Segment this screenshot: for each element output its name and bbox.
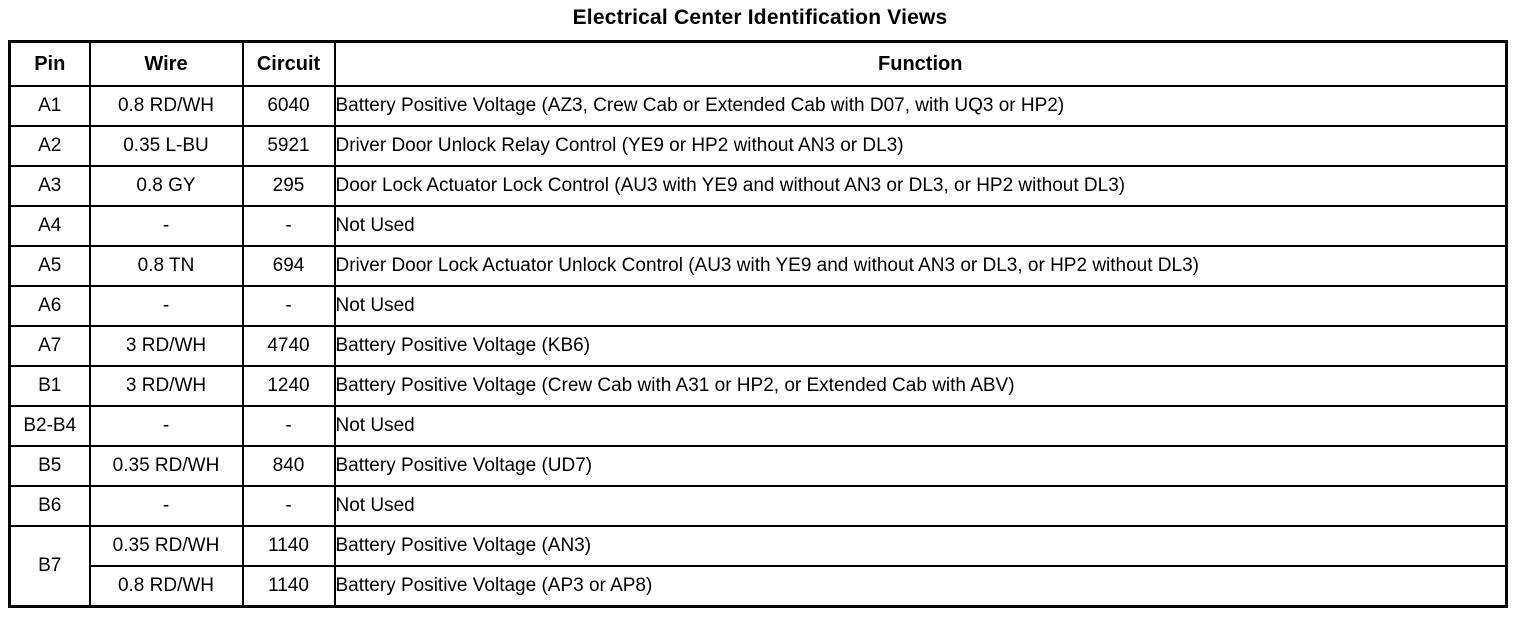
function-cell: Not Used: [333, 285, 1508, 327]
table-row: A6--Not Used: [8, 285, 1508, 327]
wire-cell: 0.8 RD/WH: [88, 85, 244, 127]
pin-cell: A3: [8, 165, 91, 207]
wire-cell: 0.8 RD/WH: [88, 565, 244, 608]
pin-cell: A6: [8, 285, 91, 327]
table-row: A4--Not Used: [8, 205, 1508, 247]
circuit-cell: 1140: [241, 565, 336, 608]
circuit-cell: -: [241, 205, 336, 247]
page-title: Electrical Center Identification Views: [572, 6, 948, 29]
function-cell: Battery Positive Voltage (Crew Cab with …: [333, 365, 1508, 407]
wire-cell: 3 RD/WH: [88, 325, 244, 367]
pin-cell: B2-B4: [8, 405, 91, 447]
circuit-cell: -: [241, 405, 336, 447]
function-cell: Not Used: [333, 485, 1508, 527]
pin-cell: A4: [8, 205, 91, 247]
wire-cell: 0.8 GY: [88, 165, 244, 207]
pin-cell: A1: [8, 85, 91, 127]
column-header-function: Function: [333, 40, 1508, 87]
circuit-cell: -: [241, 285, 336, 327]
pin-cell: B5: [8, 445, 91, 487]
circuit-cell: 1140: [241, 525, 336, 567]
wire-cell: 0.35 L-BU: [88, 125, 244, 167]
circuit-cell: 295: [241, 165, 336, 207]
function-cell: Battery Positive Voltage (UD7): [333, 445, 1508, 487]
wire-cell: 0.35 RD/WH: [88, 445, 244, 487]
pin-cell: A7: [8, 325, 91, 367]
function-cell: Not Used: [333, 205, 1508, 247]
function-cell: Battery Positive Voltage (AZ3, Crew Cab …: [333, 85, 1508, 127]
table-row: B2-B4--Not Used: [8, 405, 1508, 447]
function-cell: Battery Positive Voltage (AN3): [333, 525, 1508, 567]
circuit-cell: 694: [241, 245, 336, 287]
wire-cell: 3 RD/WH: [88, 365, 244, 407]
circuit-cell: 4740: [241, 325, 336, 367]
wire-cell: -: [88, 485, 244, 527]
circuit-cell: 840: [241, 445, 336, 487]
pin-cell: A2: [8, 125, 91, 167]
circuit-cell: 5921: [241, 125, 336, 167]
circuit-cell: 6040: [241, 85, 336, 127]
circuit-cell: 1240: [241, 365, 336, 407]
function-cell: Not Used: [333, 405, 1508, 447]
table-row: B6--Not Used: [8, 485, 1508, 527]
pin-cell: B7: [8, 525, 91, 608]
column-header-pin: Pin: [8, 40, 91, 87]
column-header-wire: Wire: [88, 40, 244, 87]
wire-cell: 0.35 RD/WH: [88, 525, 244, 567]
function-cell: Driver Door Lock Actuator Unlock Control…: [333, 245, 1508, 287]
pin-cell: B1: [8, 365, 91, 407]
wire-cell: -: [88, 205, 244, 247]
wire-cell: 0.8 TN: [88, 245, 244, 287]
circuit-cell: -: [241, 485, 336, 527]
wire-cell: -: [88, 285, 244, 327]
function-cell: Battery Positive Voltage (KB6): [333, 325, 1508, 367]
column-header-circuit: Circuit: [241, 40, 336, 87]
wire-cell: -: [88, 405, 244, 447]
pin-cell: A5: [8, 245, 91, 287]
function-cell: Driver Door Unlock Relay Control (YE9 or…: [333, 125, 1508, 167]
function-cell: Battery Positive Voltage (AP3 or AP8): [333, 565, 1508, 608]
pin-cell: B6: [8, 485, 91, 527]
function-cell: Door Lock Actuator Lock Control (AU3 wit…: [333, 165, 1508, 207]
